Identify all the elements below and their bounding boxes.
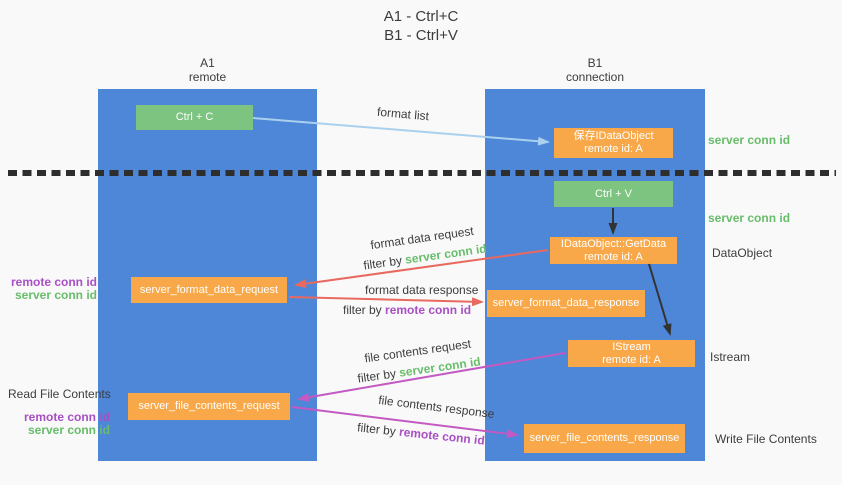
side-label-server-conn-id-mid: server conn id — [708, 211, 791, 225]
edge-label-filter-by-remote-1: filter by remote conn id — [343, 303, 471, 317]
node-getdata-line1: IDataObject::GetData — [560, 237, 667, 250]
node-file-response-label: server_file_contents_response — [529, 432, 680, 444]
remote-conn-id-highlight: remote conn id — [398, 424, 486, 448]
remote-conn-id-label: remote conn id — [23, 410, 110, 424]
node-save-idataobject: 保存IDataObject remote id: A — [554, 128, 673, 158]
lane-header-a1: A1 remote — [98, 56, 317, 84]
arrow-format-data-response — [288, 296, 484, 307]
node-save-idataobject-line1: 保存IDataObject — [573, 130, 654, 142]
lane-a1-name: A1 — [200, 56, 215, 70]
side-label-istream: Istream — [710, 350, 751, 364]
filter-by-text: filter by — [356, 420, 397, 439]
side-label-conn-ids-file: remote conn id server conn id — [0, 411, 110, 437]
title-line-2: B1 - Ctrl+V — [384, 27, 458, 44]
filter-by-text: filter by — [362, 253, 403, 273]
lane-a1-subtitle: remote — [188, 70, 227, 84]
node-server-file-contents-request: server_file_contents_request — [128, 393, 290, 420]
filter-by-text: filter by — [343, 303, 382, 317]
server-conn-id-label: server conn id — [14, 288, 97, 302]
node-format-response-label: server_format_data_response — [492, 297, 640, 309]
node-file-request-label: server_file_contents_request — [138, 400, 280, 412]
node-server-file-contents-response: server_file_contents_response — [524, 424, 685, 453]
lane-b1-subtitle: connection — [565, 70, 625, 84]
edge-label-format-data-response: format data response — [365, 283, 479, 297]
side-label-conn-ids-format: remote conn id server conn id — [0, 276, 97, 302]
node-getdata-line2: remote id: A — [584, 250, 643, 263]
node-ctrl-v-label: Ctrl + V — [595, 187, 632, 200]
edge-label-filter-by-remote-2: filter by remote conn id — [357, 420, 486, 447]
remote-conn-id-label: remote conn id — [10, 275, 97, 289]
node-istream-line1: IStream — [612, 340, 651, 353]
side-label-read-file-contents: Read File Contents — [8, 387, 111, 401]
node-istream: IStream remote id: A — [568, 340, 695, 367]
side-label-write-file-contents: Write File Contents — [715, 432, 817, 446]
node-server-format-data-request: server_format_data_request — [131, 277, 287, 303]
remote-conn-id-highlight: remote conn id — [385, 303, 472, 317]
edge-label-file-contents-response: file contents response — [377, 392, 496, 422]
node-idataobject-getdata: IDataObject::GetData remote id: A — [550, 237, 677, 264]
filter-by-text: filter by — [356, 366, 397, 386]
lane-b1-name: B1 — [587, 56, 603, 70]
side-label-server-conn-id-top: server conn id — [708, 133, 791, 147]
dotted-separator-line — [8, 170, 836, 176]
node-ctrl-c: Ctrl + C — [136, 105, 253, 130]
diagram-title: A1 - Ctrl+C B1 - Ctrl+V — [0, 7, 842, 45]
node-save-idataobject-line2: remote id: A — [584, 143, 643, 155]
side-label-dataobject: DataObject — [712, 246, 773, 260]
server-conn-id-label: server conn id — [27, 423, 110, 437]
lane-header-b1: B1 connection — [485, 56, 705, 84]
node-format-request-label: server_format_data_request — [139, 283, 279, 296]
node-ctrl-v: Ctrl + V — [554, 181, 673, 207]
title-line-1: A1 - Ctrl+C — [383, 8, 459, 25]
node-server-format-data-response: server_format_data_response — [487, 290, 645, 317]
edge-label-format-list: format list — [376, 104, 430, 124]
node-ctrl-c-label: Ctrl + C — [175, 111, 214, 123]
node-istream-line2: remote id: A — [602, 353, 661, 366]
